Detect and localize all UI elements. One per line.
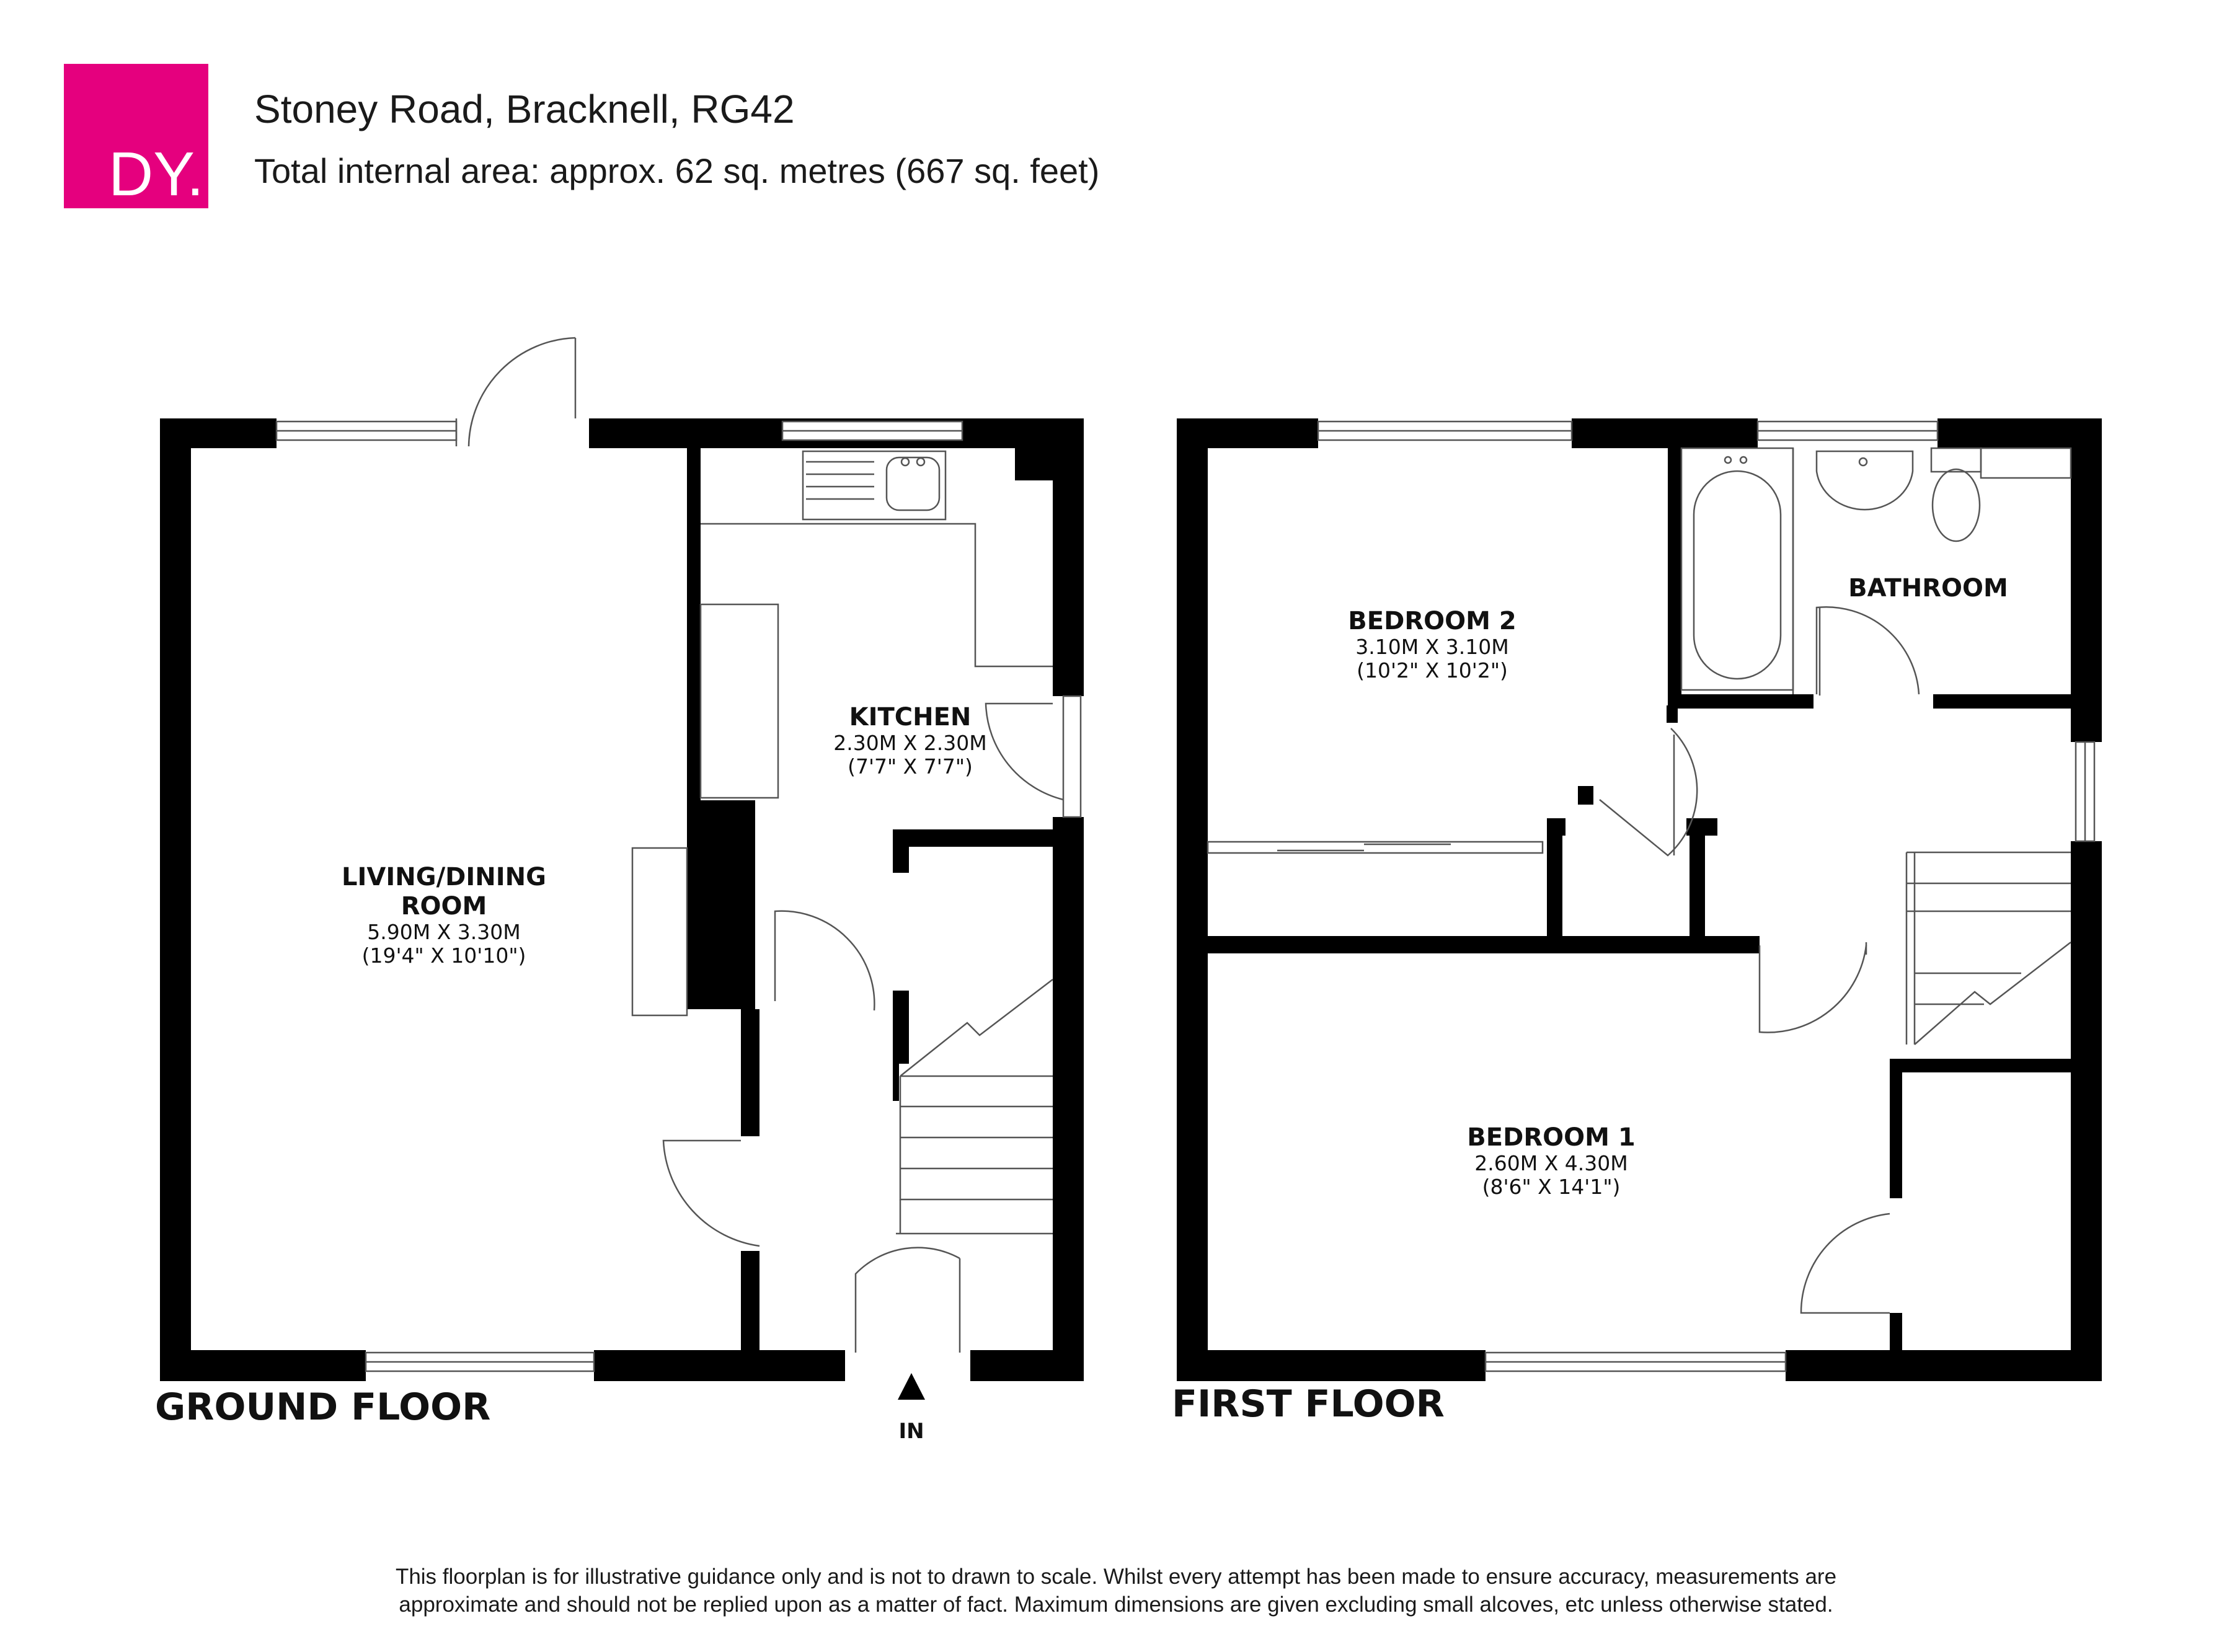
brand-logo-box xyxy=(64,64,208,208)
basin-icon xyxy=(1815,450,1914,511)
first-floor-windows xyxy=(1317,420,2096,1372)
header: DY. Stoney Road, Bracknell, RG42 Total i… xyxy=(64,64,1099,209)
room-label-bedroom-1: BEDROOM 1 2.60M X 4.30M (8'6" X 14'1") xyxy=(1467,1123,1635,1199)
disclaimer-line: approximate and should not be replied up… xyxy=(399,1592,1833,1617)
brand-logo-text: DY. xyxy=(108,139,204,209)
first-floor-doors xyxy=(1758,942,1890,1314)
bathroom-fittings xyxy=(1680,447,2072,696)
room-dimension-imperial: (8'6" X 14'1") xyxy=(1482,1175,1621,1199)
room-label-living-dining: LIVING/DINING ROOM 5.90M X 3.30M (19'4" … xyxy=(342,863,546,968)
ground-floor-interior-walls xyxy=(687,448,1053,1351)
airing-cupboard-door xyxy=(1599,728,1698,857)
ground-floor-plan: IN LIVING/DINING ROOM 5.90M X 3.30M (19'… xyxy=(155,337,1084,1444)
first-floor-plan: BEDROOM 2 3.10M X 3.10M (10'2" X 10'2") … xyxy=(1172,418,2102,1426)
room-label-bathroom: BATHROOM xyxy=(1848,574,2008,603)
room-label-kitchen: KITCHEN 2.30M X 2.30M (7'7" X 7'7") xyxy=(833,703,986,779)
room-name: KITCHEN xyxy=(849,703,972,731)
ground-floor-doors xyxy=(662,910,961,1353)
wardrobe xyxy=(1207,841,1544,854)
first-floor-outer-walls xyxy=(1177,418,2102,1381)
ground-floor-windows xyxy=(275,420,1082,1372)
room-dimension-metric: 3.10M X 3.10M xyxy=(1355,635,1508,659)
room-dimension-metric: 5.90M X 3.30M xyxy=(367,920,520,944)
room-name: BEDROOM 1 xyxy=(1467,1123,1635,1152)
room-name: LIVING/DINING xyxy=(342,863,546,891)
property-title: Stoney Road, Bracknell, RG42 xyxy=(254,87,795,131)
kitchen-fittings xyxy=(699,450,1064,801)
entrance-label: IN xyxy=(898,1419,924,1444)
disclaimer-line: This floorplan is for illustrative guida… xyxy=(396,1565,1836,1589)
room-dimension-imperial: (19'4" X 10'10") xyxy=(362,943,526,968)
room-name: BATHROOM xyxy=(1848,574,2008,603)
first-floor-interior-walls xyxy=(1208,448,2071,1350)
first-floor-stairs xyxy=(1905,851,2071,1045)
entrance-marker: IN xyxy=(898,1373,925,1444)
entrance-arrow-icon xyxy=(898,1373,925,1400)
room-name: ROOM xyxy=(401,892,487,921)
room-dimension-imperial: (10'2" X 10'2") xyxy=(1357,658,1508,682)
window xyxy=(1062,695,1082,818)
worktop-unit xyxy=(699,603,779,799)
room-dimension-metric: 2.30M X 2.30M xyxy=(833,731,986,755)
total-area: Total internal area: approx. 62 sq. metr… xyxy=(254,151,1099,190)
floor-label-first: FIRST FLOOR xyxy=(1172,1382,1445,1426)
sink-icon xyxy=(802,450,947,521)
toilet-icon xyxy=(1931,468,1981,542)
room-label-bedroom-2: BEDROOM 2 3.10M X 3.10M (10'2" X 10'2") xyxy=(1348,607,1516,682)
room-dimension-imperial: (7'7" X 7'7") xyxy=(848,754,973,779)
room-name: BEDROOM 2 xyxy=(1348,607,1516,635)
floor-label-ground: GROUND FLOOR xyxy=(155,1385,490,1429)
ground-floor-stairs xyxy=(896,979,1053,1235)
disclaimer: This floorplan is for illustrative guida… xyxy=(396,1565,1836,1617)
room-dimension-metric: 2.60M X 4.30M xyxy=(1474,1151,1628,1175)
patio-door xyxy=(455,337,577,447)
ground-floor-outer-walls xyxy=(160,418,1084,1381)
fireplace-hearth xyxy=(631,847,688,1017)
